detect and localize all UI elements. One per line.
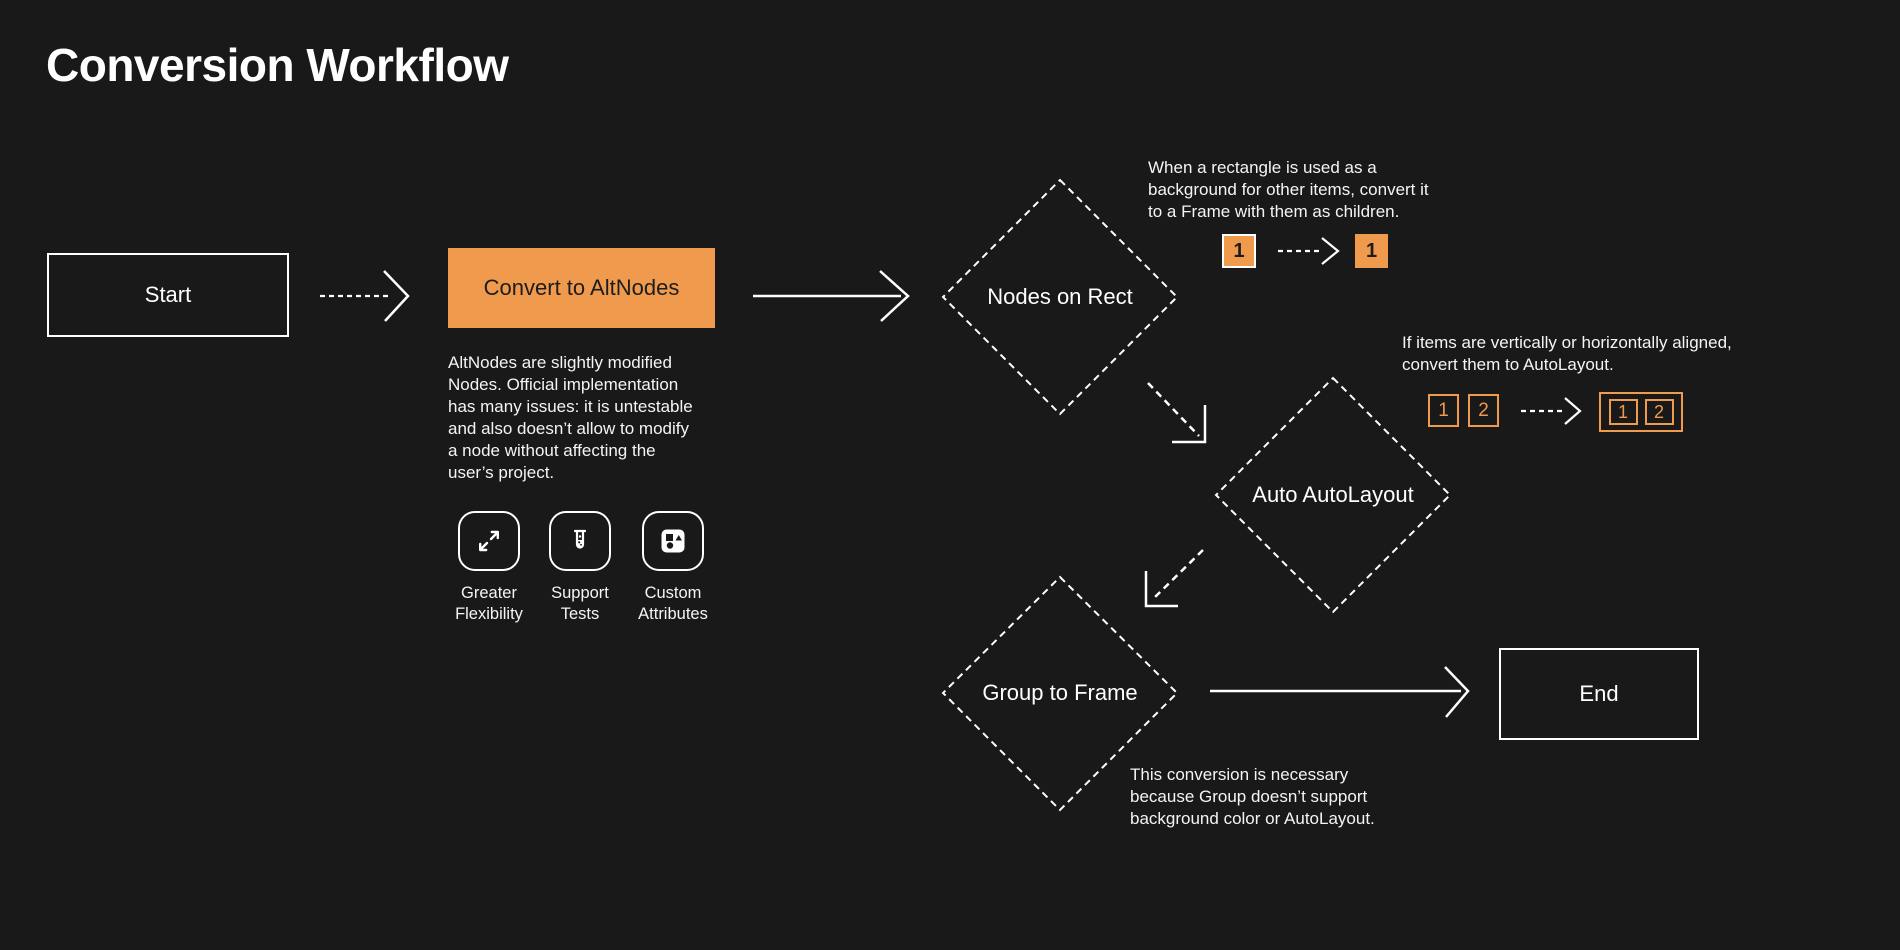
nodes-on-rect-note: When a rectangle is used as a background… [1148, 158, 1429, 221]
convert-to-altnodes-node: Convert to AltNodes [448, 248, 715, 328]
start-node: Start [47, 253, 289, 337]
autolayout-item-1-box: 1 [1428, 394, 1459, 427]
auto-autolayout-note: If items are vertically or horizontally … [1402, 333, 1732, 374]
arrow-convert-to-nodes-on-rect [753, 270, 910, 322]
feature-greater-flexibility: Greater Flexibility [443, 511, 535, 625]
rect-example-arrow [1278, 237, 1340, 265]
test-tube-icon [549, 511, 611, 571]
rect-example-before-box: 1 [1222, 234, 1256, 268]
altnodes-description: AltNodes are slightly modified Nodes. Of… [448, 353, 693, 482]
feature-label: Greater Flexibility [455, 584, 523, 623]
feature-support-tests: Support Tests [534, 511, 626, 625]
page-title: Conversion Workflow [46, 39, 509, 91]
auto-autolayout-label: Auto AutoLayout [1252, 482, 1414, 507]
nodes-on-rect-label: Nodes on Rect [987, 284, 1133, 309]
autolayout-item-2-box: 2 [1468, 394, 1499, 427]
autolayout-result-container: 1 2 [1599, 392, 1683, 432]
feature-label: Support Tests [551, 584, 609, 623]
arrow-group-to-frame-to-end [1210, 666, 1470, 718]
end-node: End [1499, 648, 1699, 740]
convert-to-altnodes-label: Convert to AltNodes [483, 275, 680, 300]
shapes-icon [642, 511, 704, 571]
feature-label: Custom Attributes [638, 584, 708, 623]
feature-custom-attributes: Custom Attributes [627, 511, 719, 625]
group-to-frame-note: This conversion is necessary because Gro… [1130, 765, 1375, 828]
autolayout-example-arrow [1521, 397, 1582, 425]
arrow-nodes-on-rect-to-auto-autolayout [1147, 382, 1207, 444]
end-label: End [1579, 681, 1619, 706]
arrow-start-to-convert [320, 270, 410, 322]
autolayout-result-1-box: 1 [1608, 399, 1638, 425]
arrow-auto-autolayout-to-group-to-frame [1144, 549, 1204, 608]
rect-example-after-box: 1 [1355, 234, 1388, 268]
group-to-frame-label: Group to Frame [982, 680, 1138, 705]
start-label: Start [144, 282, 192, 307]
expand-diagonal-icon [458, 511, 520, 571]
autolayout-result-2-box: 2 [1644, 399, 1674, 425]
